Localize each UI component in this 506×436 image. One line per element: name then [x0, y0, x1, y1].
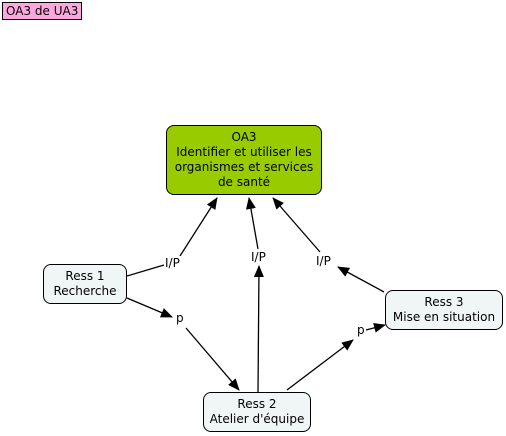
connector-label-to-main-1 — [179, 197, 218, 257]
concept-ress1[interactable]: Ress 1 Recherche — [43, 264, 127, 304]
concept-ress1-subtitle: Recherche — [53, 284, 117, 298]
concept-ress3-title: Ress 3 — [424, 295, 464, 309]
concept-ress2-subtitle: Atelier d'équipe — [209, 412, 305, 426]
concept-oa3-line-3: de santé — [217, 175, 271, 189]
concept-oa3-line-2: organismes et services — [174, 160, 314, 174]
connector-label-to-main-3 — [272, 197, 321, 253]
link-label-ress1-main[interactable]: I/P — [164, 256, 181, 270]
concept-oa3-line-1: Identifier et utiliser les — [176, 145, 312, 159]
connector-label-to-main-2 — [245, 197, 259, 250]
concept-ress3-subtitle: Mise en situation — [392, 310, 496, 324]
link-label-ress1-ress2[interactable]: p — [175, 311, 185, 325]
link-label-ress2-ress3[interactable]: p — [356, 323, 366, 337]
connector-ress2-to-p — [286, 339, 354, 391]
concept-ress3[interactable]: Ress 3 Mise en situation — [385, 290, 503, 330]
concept-oa3[interactable]: OA3 Identifier et utiliser les organisme… — [166, 125, 322, 195]
concept-ress1-title: Ress 1 — [65, 269, 105, 283]
link-label-ress3-main[interactable]: I/P — [315, 254, 332, 268]
link-label-ress2-main[interactable]: I/P — [250, 250, 267, 264]
concept-oa3-title: OA3 — [231, 130, 257, 144]
connector-p-to-ress2 — [185, 327, 240, 391]
connector-ress2-to-label — [253, 265, 264, 393]
connector-ress1-to-p — [126, 297, 173, 318]
concept-ress2[interactable]: Ress 2 Atelier d'équipe — [203, 392, 311, 432]
map-title-tag: OA3 de UA3 — [2, 2, 83, 20]
connector-p-to-ress3 — [365, 322, 386, 333]
concept-ress2-title: Ress 2 — [237, 397, 277, 411]
connector-ress1-to-label — [126, 264, 165, 277]
connector-ress3-to-label — [337, 266, 385, 293]
